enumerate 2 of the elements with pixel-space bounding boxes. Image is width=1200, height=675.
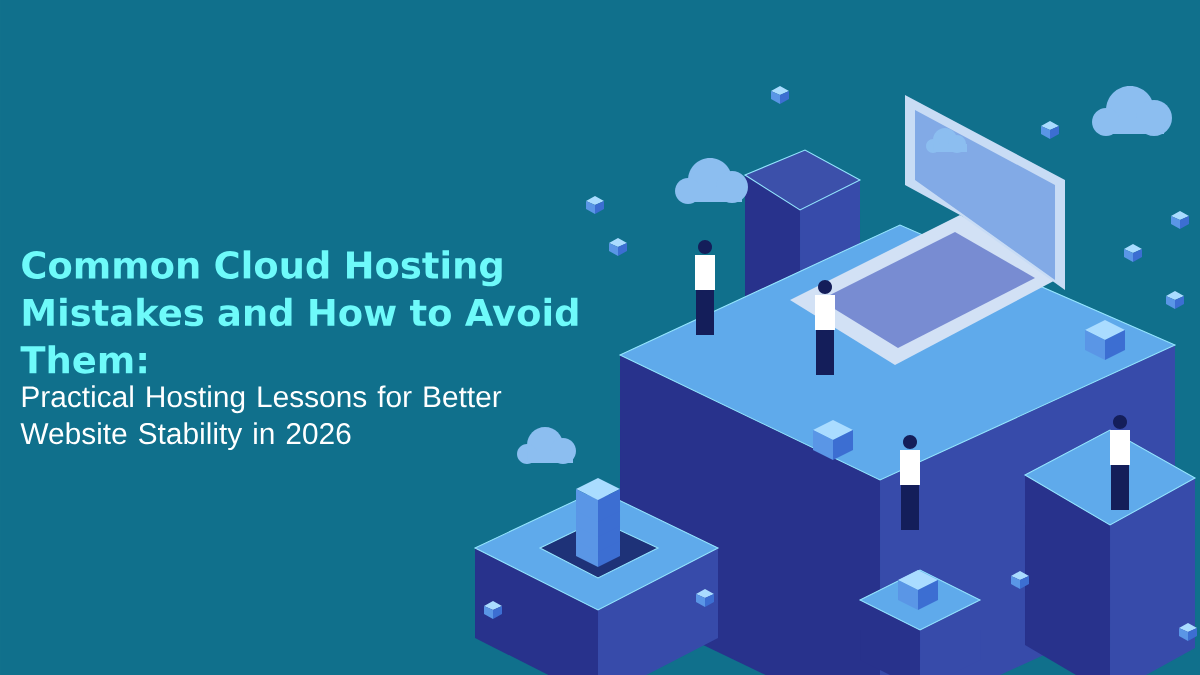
title: Common Cloud Hosting Mistakes and How to Avoid Them:: [20, 250, 578, 374]
subtitle: Practical Hosting Lessons for Better Website Stability in 2026: [20, 385, 502, 451]
